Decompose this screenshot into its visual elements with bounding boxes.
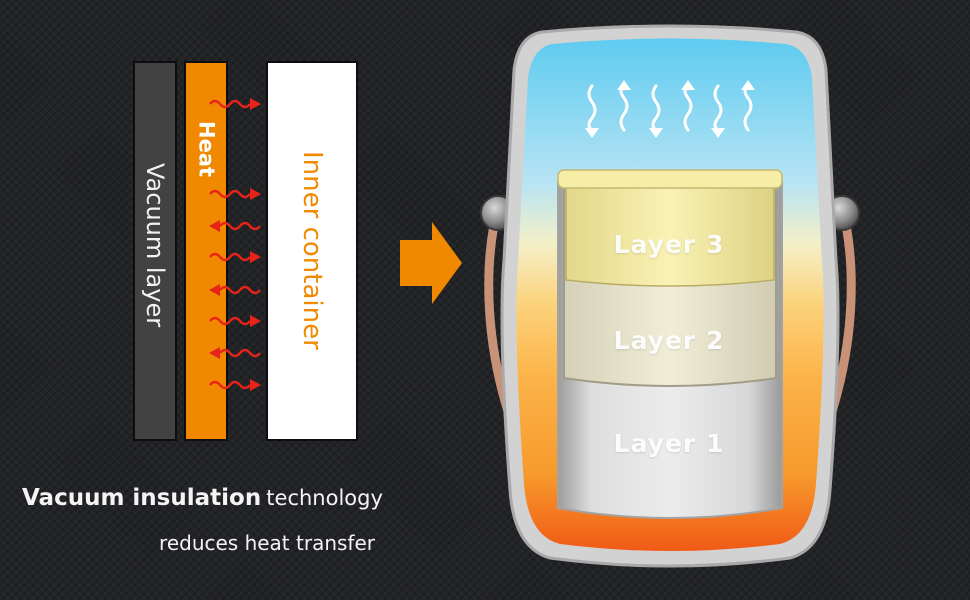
insulated-jar-illustration bbox=[480, 24, 860, 568]
inner-container-label: Inner container bbox=[297, 151, 327, 350]
caption-line-1: Vacuum insulation technology bbox=[22, 487, 383, 510]
wavy-heat-arrow-icon bbox=[209, 251, 261, 263]
caption-line-2: reduces heat transfer bbox=[159, 531, 375, 555]
layer-1-label: Layer 1 bbox=[613, 429, 725, 458]
caption-normal: technology bbox=[266, 486, 383, 510]
wavy-heat-arrow-icon bbox=[209, 188, 261, 200]
wavy-heat-arrow-icon bbox=[209, 98, 261, 110]
wavy-heat-arrow-icon bbox=[209, 315, 261, 327]
wavy-heat-arrow-icon bbox=[209, 347, 261, 359]
wavy-heat-arrow-icon bbox=[209, 220, 261, 232]
vacuum-layer-label: Vacuum layer bbox=[141, 163, 169, 328]
layer-3-label: Layer 3 bbox=[613, 230, 725, 259]
caption-bold: Vacuum insulation bbox=[22, 485, 262, 511]
wavy-heat-arrow-icon bbox=[209, 379, 261, 391]
vacuum-layer-strip: Vacuum layer bbox=[133, 61, 177, 441]
layer-2-label: Layer 2 bbox=[613, 326, 725, 355]
orange-right-arrow-icon bbox=[400, 222, 462, 304]
inner-container-strip: Inner container bbox=[266, 61, 358, 441]
wavy-heat-arrow-icon bbox=[209, 284, 261, 296]
steam-arrow-icon bbox=[587, 84, 753, 132]
heat-label: Heat bbox=[194, 121, 219, 178]
heat-strip: Heat bbox=[184, 61, 228, 441]
